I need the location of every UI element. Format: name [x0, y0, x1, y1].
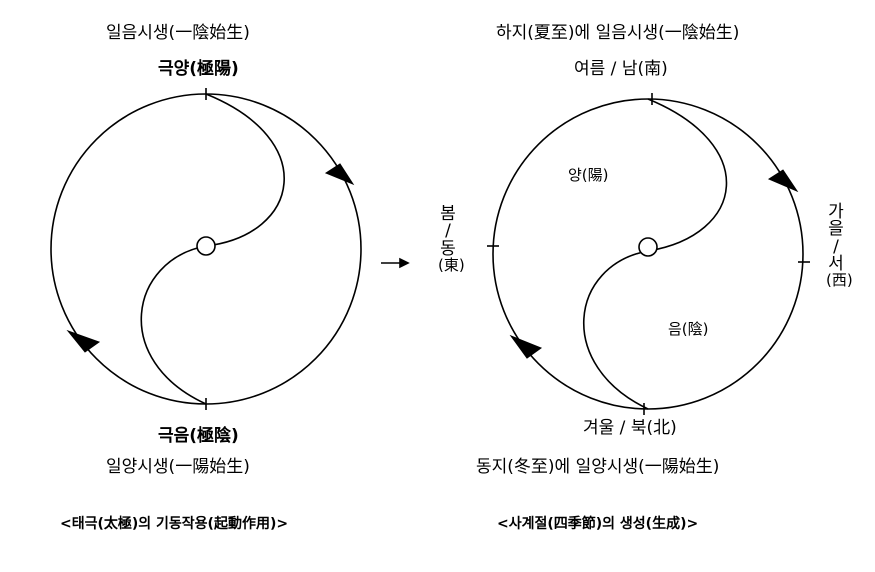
middle-arrow	[381, 257, 410, 269]
right-top-line1: 하지(夏至)에 일음시생(一陰始生)	[496, 23, 740, 43]
west-char-4: 서	[828, 253, 844, 274]
west-char-3: /	[833, 236, 839, 257]
right-caption: <사계절(四季節)의 생성(生成)>	[497, 516, 699, 532]
left-taegeuk	[50, 88, 362, 410]
right-top-line2: 여름 / 남(南)	[574, 59, 668, 79]
left-bottom-line1: 극음(極陰)	[158, 426, 239, 446]
left-top-line2: 극양(極陽)	[158, 59, 239, 79]
east-label: 봄 / 동 (東)	[438, 204, 465, 274]
right-arrowhead-top-right	[767, 169, 799, 193]
left-bottom-line2: 일양시생(一陽始生)	[106, 457, 250, 477]
right-yang-label: 양(陽)	[568, 166, 609, 184]
left-arrowhead-bottom-left	[66, 329, 101, 353]
east-char-2: /	[445, 221, 451, 242]
west-char-2: 을	[828, 219, 844, 240]
west-char-1: 가	[828, 202, 844, 222]
right-s-curve	[582, 98, 728, 410]
right-arrowhead-bottom-left	[509, 334, 543, 359]
west-label: 가 을 / 서 (西)	[826, 202, 853, 290]
east-char-4: (東)	[438, 255, 465, 274]
right-center-circle	[638, 237, 658, 257]
east-char-1: 봄	[440, 204, 456, 224]
left-center-circle	[196, 236, 216, 256]
west-char-5: (西)	[826, 271, 853, 290]
right-yin-label: 음(陰)	[668, 320, 709, 338]
left-arrowhead-top-right	[324, 163, 355, 186]
right-bottom-line1: 겨울 / 북(北)	[583, 418, 677, 438]
left-top-line1: 일음시생(一陰始生)	[106, 23, 250, 43]
right-taegeuk	[487, 93, 810, 415]
east-char-3: 동	[440, 238, 456, 259]
left-caption: <태극(太極)의 기동작용(起動作用)>	[60, 516, 289, 532]
right-bottom-line2: 동지(冬至)에 일양시생(一陽始生)	[476, 457, 720, 477]
